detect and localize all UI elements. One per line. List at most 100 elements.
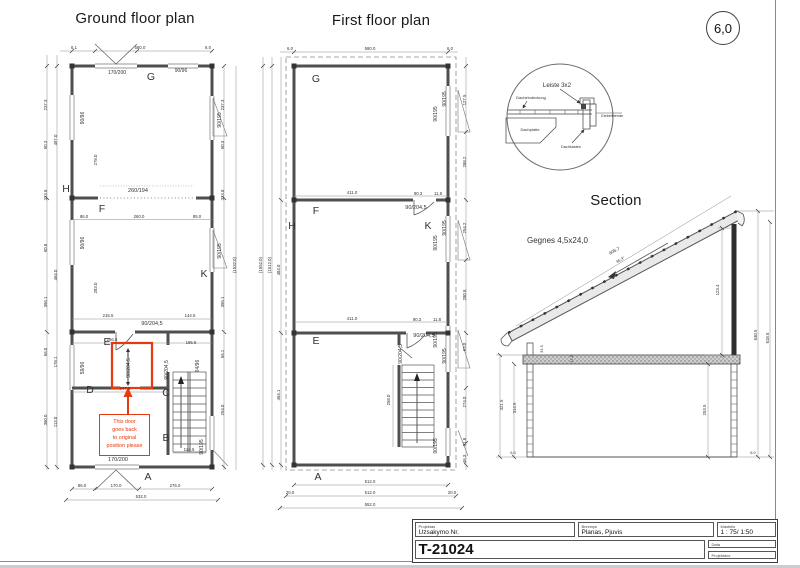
- staircase: [401, 364, 435, 448]
- dim-label: 314.5: [512, 402, 517, 413]
- opening-spec: 59/96: [80, 362, 86, 375]
- dim-label: 237.3: [43, 99, 48, 110]
- staircase: [172, 371, 207, 453]
- dim-label: 46.3: [462, 454, 467, 463]
- title-block-right-column: Data 2021-09-02 Projektavo M. Rudinskien…: [706, 538, 777, 560]
- dim-label: 113.0: [53, 416, 58, 427]
- dim-label: 144.5: [185, 313, 196, 318]
- dim-label: 56.1: [220, 349, 225, 358]
- revision-badge: 6,0: [706, 11, 740, 45]
- project-value: Uzsakymo Nr.: [418, 528, 459, 536]
- dim-label: 11.8: [433, 317, 442, 322]
- roof-panel: [505, 117, 557, 144]
- room-letter: E: [312, 335, 319, 347]
- title-block-scale: Mastelis 1 : 75/ 1:50: [716, 521, 776, 537]
- room-letter: K: [200, 268, 207, 280]
- opening-spec: 90/96: [80, 237, 86, 250]
- dim-label: 85.0: [193, 214, 202, 219]
- opening-spec: 260/194: [128, 188, 148, 194]
- annotation-line: to original: [112, 435, 137, 441]
- dim-label: 580.0: [365, 46, 376, 51]
- door-swing: [406, 333, 426, 349]
- dim-label: 86.0: [78, 483, 87, 488]
- covering-leader: [522, 100, 528, 109]
- slope-arrow: [608, 271, 616, 279]
- dimension-lines: [496, 195, 774, 458]
- dim-label: 497.0: [53, 134, 58, 145]
- detail-label: Dachkasten: [561, 145, 581, 149]
- dim-label: 90.3: [414, 191, 423, 196]
- date-label: Data: [711, 541, 720, 547]
- window-symbol: [94, 469, 138, 491]
- opening-spec: 90/195: [199, 439, 205, 455]
- dim-label: 185.5: [186, 340, 197, 345]
- drawing-label: Brezinys: [581, 523, 597, 529]
- dim-label: 6.0: [750, 450, 756, 455]
- annotation-line: position please: [106, 442, 143, 449]
- dim-label: 17.5: [569, 354, 574, 363]
- project-label: Projektas: [418, 523, 436, 529]
- roof-slope: [507, 210, 742, 342]
- leiste-batten: [581, 104, 586, 109]
- dim-label: 237.3: [220, 99, 225, 110]
- section-drawing: [496, 195, 774, 460]
- dim-label: 56.0: [43, 347, 48, 356]
- opening-spec: 90/204,5: [164, 360, 170, 380]
- dimension-ticks: [44, 48, 227, 503]
- section-title: Section: [590, 192, 642, 209]
- sheet-frame-bottom: [0, 561, 776, 563]
- ground-floor-plan: [44, 43, 237, 503]
- opening-spec: 90/195: [442, 91, 448, 107]
- floor-slab: [522, 354, 741, 365]
- dim-label: 90.8: [43, 243, 48, 252]
- dim-label: 260.0: [134, 214, 145, 219]
- dim-label: 360.0: [43, 414, 48, 425]
- dim-label: (1552.0): [258, 256, 263, 273]
- scale-value: 1 : 75/ 1:50: [720, 528, 754, 536]
- dim-label: 274.0: [462, 396, 467, 407]
- dim-label: 253.5: [702, 404, 707, 415]
- dim-label: 278.0: [93, 154, 98, 165]
- detail-title: Leiste 3x2: [543, 82, 572, 89]
- opening-spec: 90/204,5: [141, 321, 162, 327]
- dim-label: 6.0: [510, 450, 516, 455]
- dim-label: 323.8: [220, 189, 225, 200]
- room-letter: H: [288, 220, 296, 232]
- stairs-up-arrow: [178, 376, 184, 384]
- dim-label: 618.5: [765, 332, 770, 343]
- dim-label: 86.0: [80, 214, 89, 219]
- author-value: M. Rudinskiene: [712, 558, 772, 559]
- window-symbol: [94, 43, 138, 65]
- window-swing-triangles: [457, 89, 471, 457]
- dim-label: 247.5: [120, 386, 131, 391]
- opening-spec: 90/195: [442, 348, 448, 364]
- corner-posts: [291, 63, 451, 468]
- opening-spec: 90/96: [80, 112, 86, 125]
- dim-label: 256.5: [107, 337, 118, 342]
- first-floor-plan: [260, 49, 471, 511]
- dim-label: 411.0: [347, 190, 358, 195]
- opening-spec: 170/200: [108, 70, 126, 76]
- opening-spec: 90/204,5: [126, 358, 132, 378]
- dim-label: 484.0: [276, 264, 281, 275]
- opening-spec: 90/204,5: [405, 205, 426, 211]
- dim-label: 6.0: [205, 45, 212, 50]
- red-highlight-rect: [110, 341, 154, 390]
- sheet-frame-right: [775, 0, 777, 562]
- opening-spec: 90/195: [217, 112, 223, 128]
- dim-label: 90.3: [43, 140, 48, 149]
- dim-label: 6.1: [71, 45, 78, 50]
- title-block-row2: T-21024 Data 2021-09-02 Projektavo M. Ru…: [413, 538, 777, 560]
- page-edge: [0, 565, 800, 568]
- stairs-up-arrow: [414, 373, 420, 381]
- room-letter: B: [162, 432, 169, 444]
- dim-label: 127.5: [462, 94, 467, 105]
- leiste-leader: [559, 88, 581, 104]
- annotation-line: goes back: [112, 427, 137, 434]
- opening-spec: 90/195: [433, 235, 439, 251]
- revision-value: 6,0: [713, 20, 733, 36]
- dim-label: 512.0: [365, 479, 376, 484]
